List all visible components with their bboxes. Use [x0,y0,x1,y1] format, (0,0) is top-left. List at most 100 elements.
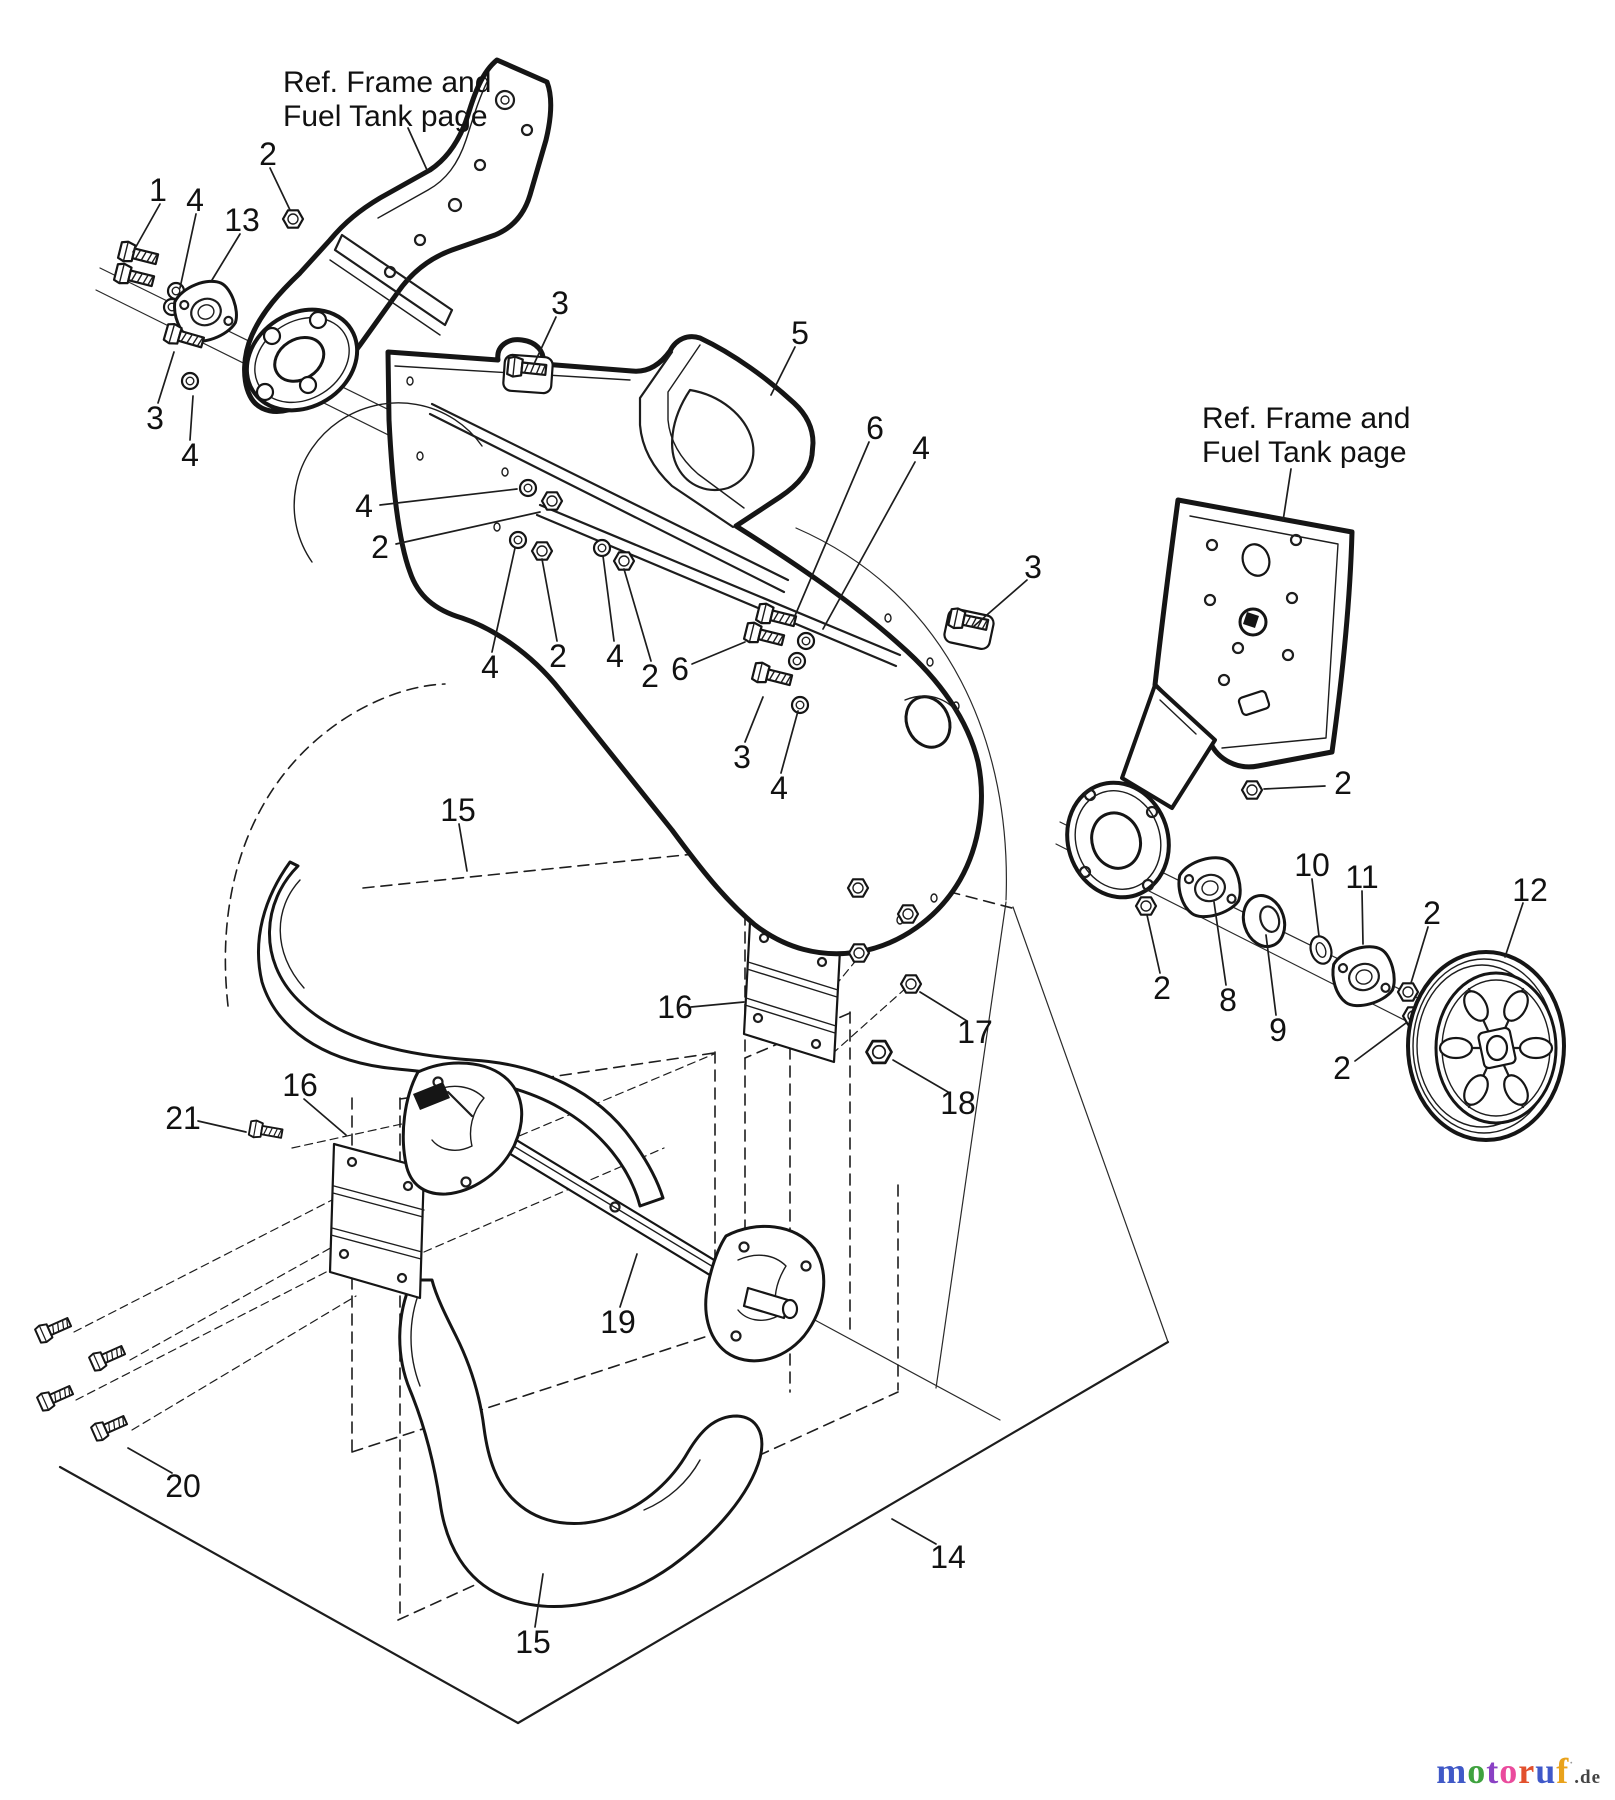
washer-4 [790,695,810,715]
part-number-label: 20 [165,1468,201,1504]
leader-line [1504,902,1524,958]
leader-line [533,316,557,365]
bearing-and-pulley-chain [1134,780,1566,1142]
leader-line [303,1098,347,1136]
chute-cover-5 [638,344,755,529]
part-number-label: 2 [371,529,389,565]
part-number-label: 4 [606,638,624,674]
leader-line [379,488,518,506]
leader-line [1311,878,1320,937]
watermark-tm: ˙ [1569,1759,1575,1773]
leader-line [919,991,968,1022]
part-number-label: 5 [791,315,809,351]
ref-note-line: Fuel Tank page [283,100,488,133]
paddle-hub-right [704,1224,826,1363]
leader-line [157,351,175,404]
ref-note-line: Ref. Frame and [283,66,491,99]
part-number-label: 2 [1334,765,1352,801]
nut-2 [540,491,564,511]
watermark-letter: m [1436,1751,1468,1791]
bolt-20 [33,1312,74,1346]
part-number-label: 1 [149,172,167,208]
leader-line [1213,901,1227,986]
nut-17 [896,904,920,924]
leader-line [189,395,194,441]
leader-line [691,641,746,665]
bearing-flange-11 [1325,939,1402,1013]
part-number-label: 21 [165,1100,201,1136]
ref-note-line: Ref. Frame and [1202,402,1410,435]
housing-reference-curve [795,527,1007,901]
part-number-label: 15 [515,1624,551,1660]
part-number-label: 6 [671,651,689,687]
watermark-letter: o [1467,1751,1487,1791]
part-number-label: 18 [940,1085,976,1121]
mounting-bracket-16-left [328,1142,426,1300]
leader-line [269,167,291,211]
part-number-label: 14 [930,1539,966,1575]
part-number-label: 17 [957,1014,993,1050]
washer-4 [787,651,807,671]
washer-4 [518,478,538,498]
watermark-letter: r [1518,1751,1536,1791]
part-number-label: 11 [1345,859,1378,895]
part-number-label: 4 [912,430,930,466]
nut-2 [1396,982,1420,1002]
leader-line [744,696,764,743]
leader-line [690,1001,745,1008]
watermark-logo: motoruf˙.de [1436,1750,1601,1792]
bolt-20 [87,1340,128,1374]
washer-4 [180,371,200,391]
leader-line [972,579,1028,628]
bearing-flange-8 [1171,850,1248,924]
watermark-letter: u [1535,1751,1557,1791]
paddle-hub-left [401,1061,524,1196]
part-number-label: 4 [186,182,204,218]
part-number-label: 3 [1024,549,1042,585]
watermark-word: motoruf [1436,1751,1569,1791]
leader-line [793,441,870,619]
watermark-letter: o [1499,1751,1519,1791]
part-number-label: 2 [641,658,659,694]
part-number-label: 13 [224,202,260,238]
leader-line [132,203,161,253]
leader-line [491,547,516,653]
leader-line [534,1573,544,1628]
part-number-label: 9 [1269,1012,1287,1048]
washer-4 [508,530,528,550]
ring-10 [1309,935,1333,965]
leader-line [458,823,468,872]
leader-line [211,233,241,281]
frame-bracket-right [1065,497,1355,900]
watermark-letter: f [1556,1751,1570,1791]
part-number-label: 2 [1153,970,1171,1006]
bolt-1 [112,261,157,292]
part-number-label: 2 [549,638,567,674]
leader-line [1354,1022,1407,1062]
leader-line [892,1059,949,1093]
leader-line [602,555,615,642]
nut-17 [899,974,923,994]
part-number-label: 3 [146,400,164,436]
ref-note-line: Fuel Tank page [1202,436,1407,469]
part-number-label: 4 [355,488,373,524]
leader-line [127,1447,173,1474]
auger-housing [293,334,995,957]
leader-line [1282,468,1292,522]
leader-lines [127,127,1524,1628]
part-number-label: 4 [181,437,199,473]
nut-2 [530,541,554,561]
bolt-20 [89,1410,130,1444]
part-number-label: 6 [866,410,884,446]
leader-line [891,1518,937,1545]
impeller-blade-15-top [257,860,665,1208]
leader-line [179,213,197,289]
frame-bracket-left [242,57,554,414]
leader-line [1410,926,1429,984]
nut-2 [612,551,636,571]
part-number-label: 3 [551,285,569,321]
